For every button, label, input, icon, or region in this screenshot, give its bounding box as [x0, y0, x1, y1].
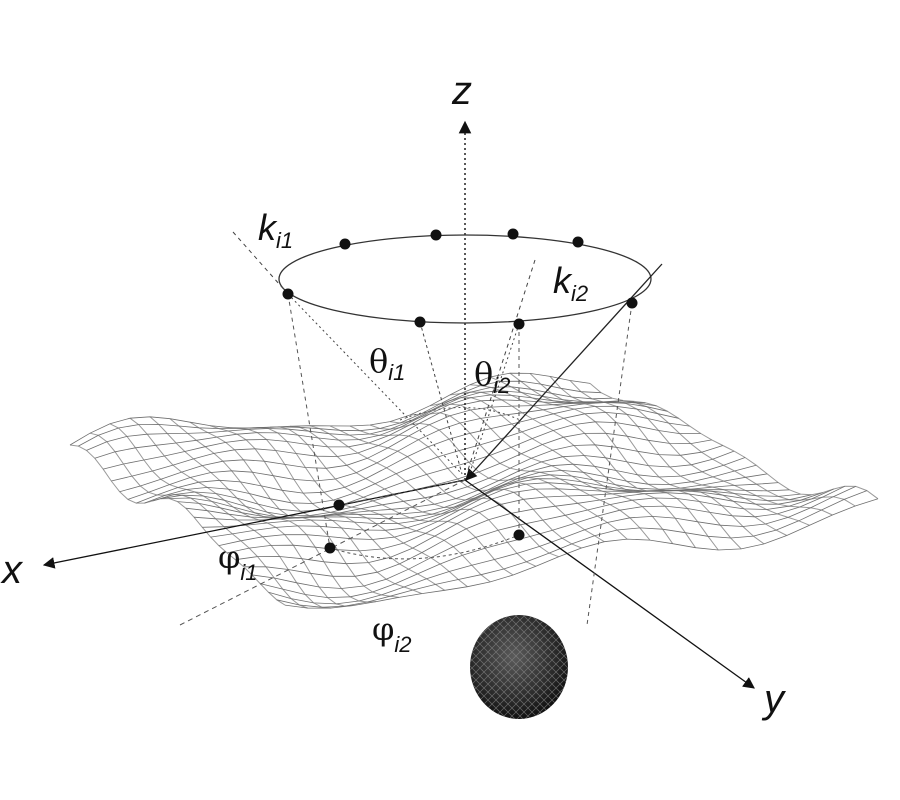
mesh-line: [589, 383, 879, 500]
incidence-point: [430, 229, 442, 241]
mesh-line: [144, 411, 690, 504]
mesh-line: [109, 423, 331, 609]
mesh-line: [227, 488, 801, 554]
mesh-line: [210, 478, 779, 538]
mesh-line: [251, 488, 834, 589]
mesh-line: [78, 380, 602, 447]
mesh-line: [136, 405, 679, 504]
mesh-line: [284, 498, 879, 609]
k-i2-dashed-ray-b: [469, 323, 520, 473]
z-axis-label: z: [451, 69, 472, 113]
y-axis-label: y: [761, 677, 787, 721]
incidence-point: [282, 288, 294, 300]
k-i1-label: ki1: [258, 207, 293, 253]
projected-points: [324, 499, 525, 554]
mesh-line: [119, 401, 657, 493]
y-axis: [464, 479, 755, 689]
incidence-point: [414, 316, 426, 328]
projected-point: [324, 542, 336, 554]
mesh-line: [111, 399, 646, 482]
theta-i1-label: θi1: [369, 342, 405, 385]
incidence-point: [572, 236, 584, 248]
incidence-points: [282, 228, 638, 330]
k-i2-label: ki2: [553, 260, 588, 306]
mesh-line: [229, 427, 468, 588]
mesh-line: [260, 485, 845, 599]
mesh-line: [449, 391, 719, 551]
mesh-line: [94, 390, 624, 459]
incidence-point: [513, 318, 525, 330]
mesh-line: [268, 486, 856, 605]
mesh-line: [469, 384, 742, 550]
phi-i2-label: φi2: [372, 610, 412, 657]
projected-point: [513, 529, 525, 541]
incidence-cone-ring: [278, 234, 652, 324]
mesh-line: [235, 490, 812, 565]
projection-line-3: [586, 302, 633, 626]
k-i1-dashed-extension: [232, 231, 289, 295]
mesh-line: [86, 386, 613, 451]
mesh-line: [103, 394, 635, 470]
mesh-line: [276, 490, 868, 608]
mesh-line: [89, 432, 308, 609]
mesh-line: [152, 421, 701, 512]
mesh-line: [169, 444, 724, 519]
incidence-point: [507, 228, 519, 240]
projection-line-1: [287, 293, 331, 549]
x-axis-label: x: [0, 548, 24, 592]
k-i1-short-ray: [419, 321, 463, 475]
mesh-line: [69, 372, 591, 446]
theta-i2-label: θi2: [474, 355, 510, 398]
buried-sphere-object: [470, 615, 568, 719]
mesh-line: [193, 464, 757, 521]
phi-i1-label: φi1: [218, 538, 258, 585]
mesh-line: [177, 450, 735, 519]
rough-surface-mesh: [69, 372, 879, 609]
mesh-line: [160, 432, 712, 517]
mesh-line: [127, 402, 668, 500]
theta-arc: [399, 407, 521, 421]
incidence-point: [626, 297, 638, 309]
mesh-line: [529, 373, 810, 526]
k-i1-ray: [287, 293, 461, 473]
mesh-line: [218, 482, 790, 546]
incidence-point: [339, 238, 351, 250]
mesh-line: [243, 492, 823, 577]
projected-point: [333, 499, 345, 511]
